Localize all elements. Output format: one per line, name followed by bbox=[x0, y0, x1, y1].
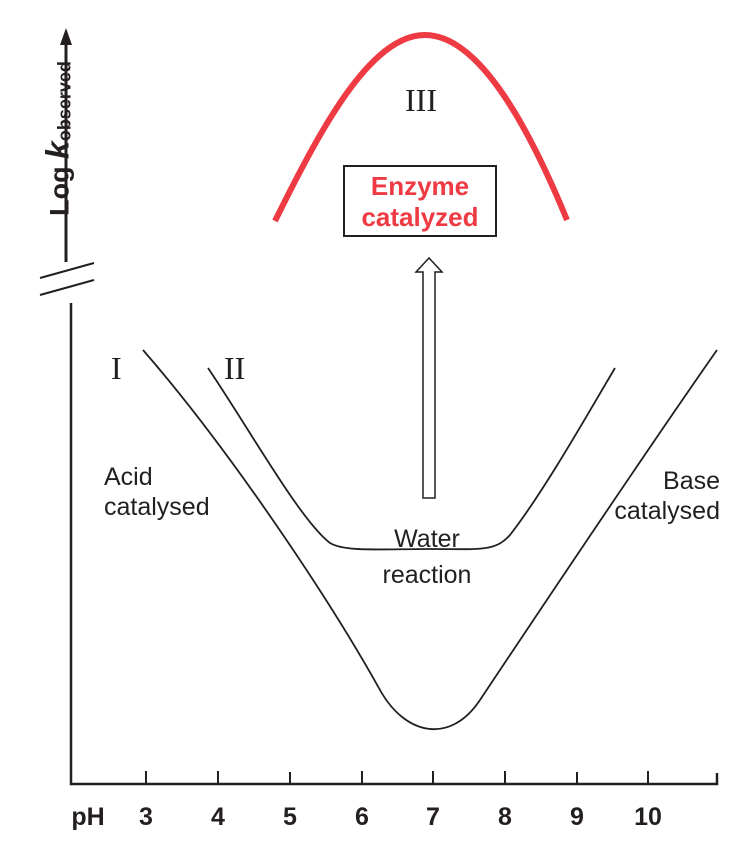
y-axis-label-subscript: observed bbox=[54, 61, 75, 142]
open-up-arrow bbox=[414, 256, 444, 499]
tick-label: 9 bbox=[570, 803, 584, 831]
y-axis-label-variable: k bbox=[39, 141, 76, 159]
axis-break-mark bbox=[39, 262, 95, 279]
enzyme-label-line1: Enzyme bbox=[370, 171, 470, 201]
enzyme-catalyzed-box: Enzyme catalyzed bbox=[343, 165, 497, 237]
tick-label: 5 bbox=[283, 803, 297, 831]
enzyme-label-line2: catalyzed bbox=[361, 202, 479, 232]
acid-catalysed-label: Acid catalysed bbox=[104, 462, 210, 522]
curve-label-II: II bbox=[224, 350, 246, 386]
curve-III-enzyme bbox=[272, 31, 570, 223]
y-axis-label-prefix: Log bbox=[44, 158, 75, 216]
y-axis-label: Log kobserved bbox=[40, 39, 77, 239]
tick-label: 6 bbox=[355, 803, 369, 831]
tick-label: 3 bbox=[139, 803, 153, 831]
acid-label-line1: Acid bbox=[104, 463, 153, 491]
base-label-line2: catalysed bbox=[614, 497, 720, 525]
acid-label-line2: catalysed bbox=[104, 493, 210, 521]
curve-label-I: I bbox=[111, 350, 122, 386]
x-axis-label: pH bbox=[71, 803, 105, 831]
tick-label: 7 bbox=[426, 803, 440, 831]
base-catalysed-label: Base catalysed bbox=[590, 466, 720, 526]
water-reaction-label: Water reaction bbox=[362, 521, 492, 593]
x-ticks bbox=[145, 771, 649, 784]
tick-label: 4 bbox=[211, 803, 225, 831]
axis-break-mark bbox=[39, 279, 95, 296]
curve-II bbox=[207, 367, 616, 551]
y-axis-arrowhead bbox=[60, 28, 72, 45]
tick-label: 10 bbox=[634, 803, 662, 831]
curve-I bbox=[142, 349, 718, 731]
axes bbox=[69, 303, 719, 786]
water-label-line1: Water bbox=[394, 525, 460, 553]
tick-label: 8 bbox=[498, 803, 512, 831]
base-label-line1: Base bbox=[663, 467, 720, 495]
curve-label-III: III bbox=[405, 82, 437, 118]
water-label-line2: reaction bbox=[382, 561, 472, 589]
